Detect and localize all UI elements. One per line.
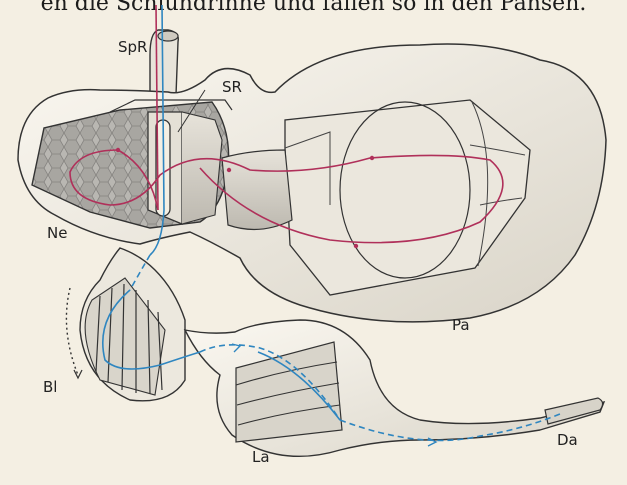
omasum xyxy=(66,248,185,401)
label-ne: Ne xyxy=(47,224,67,242)
esophagus xyxy=(150,30,178,95)
reticular-groove xyxy=(148,112,222,224)
label-sr: SR xyxy=(222,78,242,96)
abomasum xyxy=(185,320,604,456)
reticulo-rumen-passage xyxy=(222,150,292,229)
label-da: Da xyxy=(557,431,578,449)
label-bl: Bl xyxy=(43,378,57,396)
label-la: La xyxy=(252,448,270,466)
label-pa: Pa xyxy=(452,316,470,334)
label-spr: SpR xyxy=(118,38,147,56)
